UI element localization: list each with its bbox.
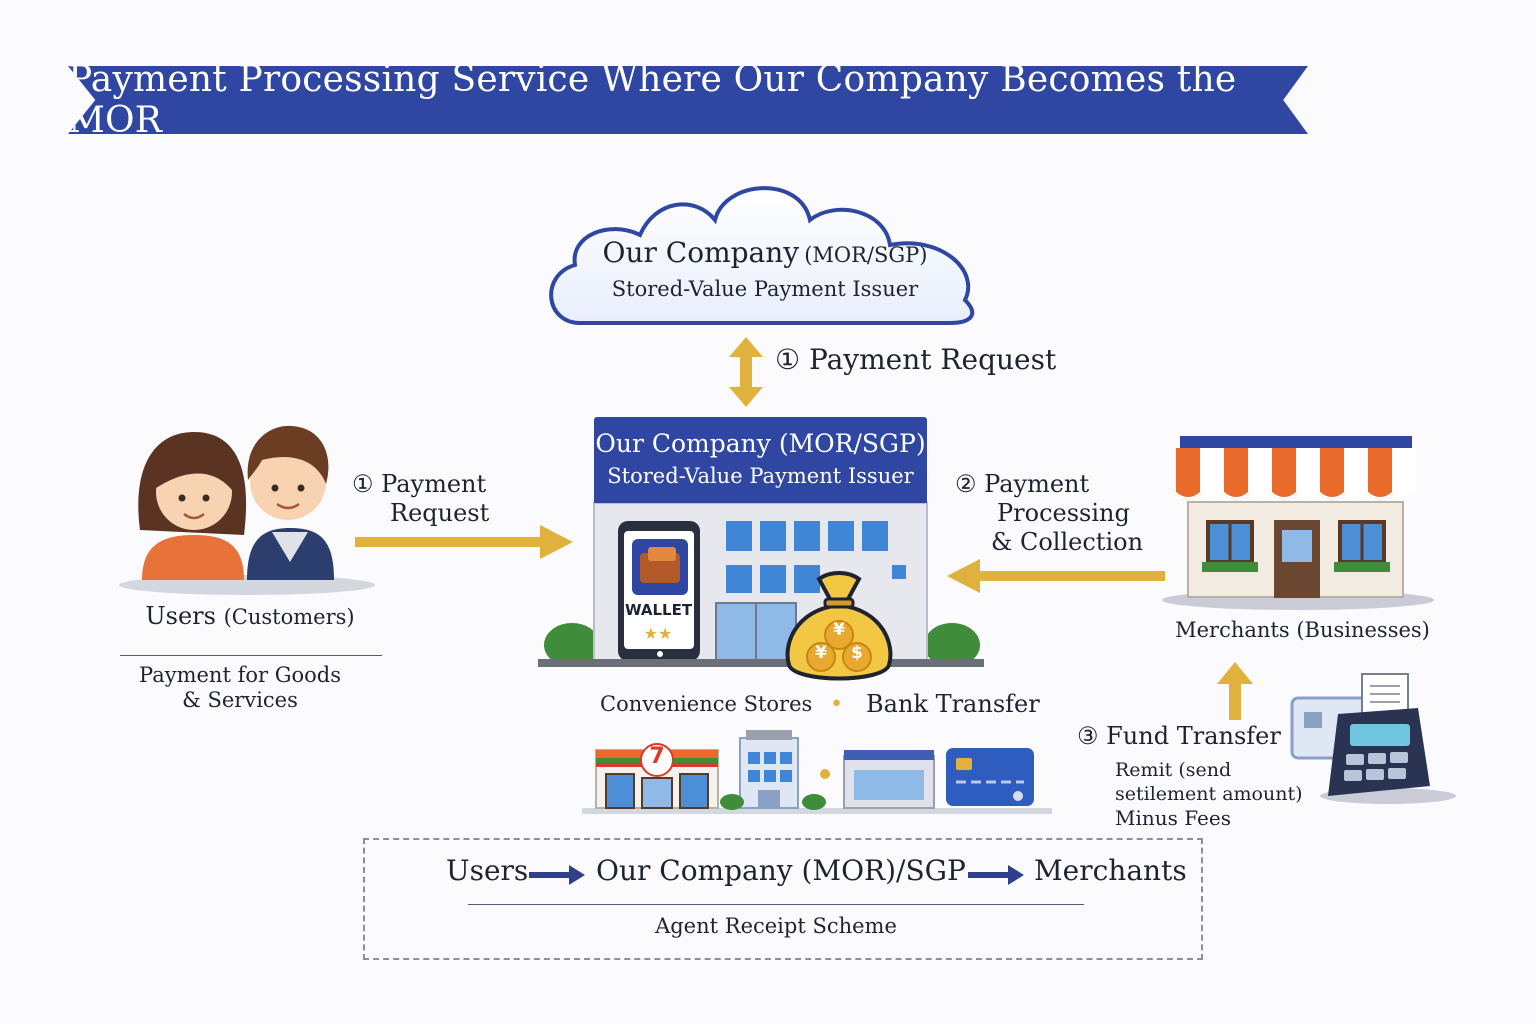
scheme-divider — [468, 904, 1084, 905]
left-arrow-label: ① Payment Request — [352, 470, 489, 528]
bag-symbol-3: $ — [851, 643, 863, 663]
payment-terminal-icon — [1290, 673, 1456, 804]
merchants-label: Merchants (Businesses) — [1175, 618, 1430, 642]
users-sub-line1: Payment for Goods — [139, 663, 341, 687]
channel-illustrations — [582, 730, 1052, 814]
users-label-main: Users — [145, 602, 216, 630]
top-arrow-text: Payment Request — [809, 343, 1057, 376]
right-arrow-line1: Payment — [984, 470, 1090, 498]
fund-transfer-line3: Minus Fees — [1115, 806, 1231, 830]
building-header-line2: Stored-Value Payment Issuer — [607, 464, 914, 488]
merchant-store-illustration — [1162, 436, 1434, 610]
money-bag-icon — [785, 571, 893, 681]
top-arrow-number: ① — [775, 343, 801, 376]
users-illustration — [119, 425, 375, 595]
fund-transfer-line2: setilement amount) — [1115, 783, 1303, 805]
building-header-line1: Our Company (MOR/SGP) — [595, 429, 926, 458]
top-arrow-label: ① Payment Request — [775, 343, 1056, 376]
users-divider — [120, 655, 382, 656]
right-arrow-number: ② — [955, 470, 977, 498]
bag-symbol-1: ¥ — [833, 620, 845, 640]
channel-convenience-stores: Convenience Stores — [600, 692, 813, 716]
building-header: Our Company (MOR/SGP) Stored-Value Payme… — [594, 417, 927, 503]
left-arrow-number: ① — [352, 470, 374, 498]
wallet-label: WALLET — [625, 601, 693, 619]
agent-receipt-scheme-box — [363, 838, 1203, 960]
fund-transfer-label: ③ Fund Transfer — [1077, 722, 1281, 750]
scheme-step-merchants: Merchants — [1034, 854, 1187, 887]
right-arrow-label: ② Payment Processing & Collection — [955, 470, 1143, 557]
cloud-shape — [549, 186, 975, 325]
right-arrow-line2: Processing — [997, 499, 1130, 527]
fund-transfer-number: ③ — [1077, 722, 1099, 750]
company-building — [538, 502, 984, 667]
cloud-subtitle: Stored-Value Payment Issuer — [611, 277, 919, 301]
users-sub: Payment for Goods & Services — [110, 663, 370, 713]
left-arrow — [355, 525, 573, 559]
scheme-arrow-1 — [529, 865, 585, 885]
users-label: Users (Customers) — [110, 602, 390, 630]
scheme-arrow-2 — [968, 865, 1024, 885]
bag-symbol-2: ¥ — [815, 643, 827, 663]
left-arrow-line1: Payment — [381, 470, 487, 498]
cloud-name-paren: (MOR/SGP) — [804, 243, 928, 267]
scheme-step-company: Our Company (MOR)/SGP — [596, 854, 966, 887]
cloud-name: Our Company — [602, 236, 800, 269]
top-double-arrow — [729, 337, 763, 407]
cloud-label: Our Company (MOR/SGP) Stored-Value Payme… — [560, 236, 970, 301]
right-arrow-line3: & Collection — [991, 528, 1144, 556]
page-title: Payment Processing Service Where Our Com… — [68, 59, 1237, 141]
users-label-paren: (Customers) — [223, 605, 355, 629]
fund-transfer-arrow — [1217, 662, 1253, 720]
left-arrow-line2: Request — [390, 499, 490, 527]
title-banner: Payment Processing Service Where Our Com… — [68, 66, 1308, 134]
scheme-step-users: Users — [446, 854, 529, 887]
channel-bank-transfer: Bank Transfer — [866, 690, 1040, 718]
channel-separator: • — [830, 692, 843, 717]
scheme-caption: Agent Receipt Scheme — [655, 914, 897, 938]
fund-transfer-line1: Remit (send — [1115, 759, 1232, 781]
fund-transfer-detail: Remit (send setilement amount) Minus Fee… — [1115, 758, 1303, 830]
users-sub-line2: & Services — [182, 688, 298, 712]
fund-transfer-text: Fund Transfer — [1106, 722, 1281, 750]
right-arrow — [947, 559, 1165, 593]
wallet-stars: ★★ — [643, 624, 673, 643]
store-sign: 7 — [649, 744, 665, 769]
